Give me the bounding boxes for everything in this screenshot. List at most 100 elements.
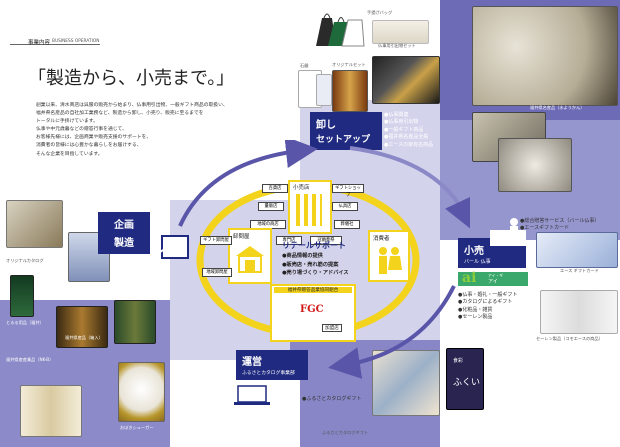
- presenter-icon: [152, 235, 189, 263]
- brand-name: アイ: [488, 279, 498, 285]
- gift-box-photo: [372, 56, 440, 104]
- catalog-caption-bottom: ふるさとカタログギフト: [322, 430, 369, 435]
- planning-list: ●和装・グッズ ●福井県名産品 ●仏事用引出物 ●オリジナルギフト: [112, 264, 156, 294]
- node-kankon: 冠婚葬祭: [310, 236, 342, 245]
- gift-card-caption: エース ギフトカード: [560, 268, 599, 273]
- consumer-label: 消費者: [373, 236, 390, 242]
- sake-caption: 自家製品の器: [60, 294, 86, 299]
- retail-list: ●総合贈答サービス（バール仏事） ●エースギフトカード: [520, 218, 599, 233]
- retail-title: 小売: [464, 246, 484, 257]
- wholesale-header: 卸し セットアップ: [310, 112, 382, 150]
- retail-item: ●化粧品・雑貨: [458, 306, 493, 313]
- original-caption: オリジナルセット: [332, 62, 366, 67]
- intro-line: 仏事や中元歳暮などの贈答行事を通じて、: [36, 127, 127, 133]
- center-title: リテールサポート: [282, 241, 346, 250]
- retail-item: ●カタログによるギフト: [458, 299, 513, 306]
- white-intro: [0, 0, 300, 200]
- planning-item: ●オリジナルギフト: [112, 286, 157, 293]
- intro-line: 福井県名産品の自社加工業務など、製造から卸し、小売り、販売に至るまでを: [36, 111, 204, 117]
- laptop-icon: [234, 385, 270, 405]
- bottom-left-caption: 福井県産産業品（NK-B）: [6, 357, 54, 362]
- butsuji-set-photo: [372, 20, 429, 44]
- center-bullet: ●販売店・売れ筋の提案: [282, 261, 339, 268]
- mizuyokan-photo: [472, 6, 618, 106]
- consumer-box: 消費者: [368, 230, 410, 282]
- kagami-caption: おぼきシューガー: [120, 425, 154, 430]
- hako-caption: 福井県産品（箱入）: [65, 335, 103, 340]
- kagami-photo: [118, 362, 165, 422]
- intro-line: 消費者の皆様には心豊かな暮らしをお届けする、: [36, 143, 142, 149]
- sake2-caption: （ブランドライセンス）: [88, 294, 134, 299]
- operation-header: 運営 ふるさとカタログ事業部: [236, 350, 308, 380]
- warehouse-icon: [236, 246, 264, 273]
- planning-item: ●仏事用引出物: [112, 278, 147, 285]
- planning-title: 企画: [114, 220, 134, 231]
- brand-bar: ai アイ・ギ アイ: [458, 270, 528, 286]
- wholesale-title: 卸し: [316, 120, 336, 131]
- header-label-jp: 事業内容: [28, 40, 51, 46]
- catalog-photo: [6, 200, 63, 248]
- node-hyakkaten: 百貨店: [262, 184, 288, 193]
- seiren-photo: [540, 290, 618, 334]
- intro-text: 創業以来、清水商店は呉服の販売から始まり、仏事用引出物、一般ギフト商品の取扱い、…: [36, 102, 228, 159]
- retailer-building: 小売店: [288, 180, 332, 234]
- seiren-caption: セーレン製品（コモエースの商品）: [536, 336, 603, 341]
- brand-mark: ai: [462, 270, 477, 286]
- headline: 「製造から、小売まで。」: [28, 68, 235, 89]
- fukui-book-title: ふくい: [453, 378, 481, 388]
- bags-photo: [316, 13, 365, 47]
- intro-line: 創業以来、清水商店は呉服の販売から始まり、仏事用引出物、一般ギフト商品の取扱い、: [36, 103, 228, 108]
- retail-list-2: ●仏事・婚礼・一般ギフト ●カタログによるギフト ●化粧品・雑貨 ●セーレン製品: [458, 292, 517, 322]
- gift-card-photo: [536, 232, 618, 268]
- wholesale-item: ●仏事関連: [384, 112, 409, 118]
- node-ryohanten: 量販店: [258, 202, 284, 211]
- intro-line: トータルに手掛けています。: [36, 119, 98, 125]
- header-label-en: BUSINESS OPERATION: [52, 39, 100, 44]
- retail-item: ●総合贈答サービス（バール仏事）: [520, 218, 600, 224]
- wholesale-list: ●仏事関連 ●仏事用引出物 ●一般ギフト商品 ●福井県名産品全般 ●エースの家有…: [384, 112, 433, 149]
- center-bullets: ●商品情報の提供 ●販売店・売れ筋の提案 ●売り場づくり・アドバイス: [282, 252, 349, 278]
- people-icon: [379, 247, 402, 274]
- planning-subtitle: 製造: [114, 238, 134, 249]
- wholesale-item: ●エースの家有名商品: [384, 141, 434, 148]
- brand-sub: アイ・ギ: [488, 273, 503, 278]
- fukui-book: 食彩 ふくい: [446, 348, 484, 410]
- node-giftshop: ギフトショップ: [332, 184, 364, 198]
- retail-item: ●仏事・婚礼・一般ギフト: [458, 292, 518, 298]
- retail-subtitle: バール 仏事: [464, 259, 491, 265]
- bag-caption: 手提げバッグ: [367, 10, 393, 15]
- planning-item: ●和装・グッズ: [112, 264, 147, 270]
- assoc-sub: 加盟店: [322, 324, 342, 332]
- header-rule: [10, 44, 100, 45]
- intro-line: そんな企業を目指しています。: [36, 151, 103, 157]
- center-ring-left: [220, 224, 224, 228]
- catalog-books-photo: [372, 350, 440, 416]
- snack-photo: [498, 138, 572, 192]
- mizuyokan-caption: 福井県名産品（水ようかん）: [530, 105, 585, 110]
- retail-item: ●エースギフトカード: [520, 225, 570, 232]
- planning-header: 企画 製造: [98, 212, 150, 254]
- planning-item: ●福井県名産品: [112, 271, 147, 278]
- retailer-grid: [296, 194, 322, 226]
- operation-item: ●ふるさとカタログギフト: [302, 396, 362, 402]
- assoc-box: 福井県贈答品業協同組合 FGC 加盟店: [270, 284, 356, 342]
- center-bullet: ●商品情報の提供: [282, 253, 323, 259]
- assoc-label: 福井県贈答品業協同組合: [274, 287, 352, 293]
- operation-title: 運営: [242, 357, 262, 368]
- wholesaler-box: 卸問屋: [228, 228, 272, 284]
- sekken-photo-2: [316, 74, 332, 106]
- wholesale-item: ●福井県名産品全般: [384, 134, 429, 141]
- wholesale-item: ●一般ギフト商品: [384, 126, 424, 133]
- operation-list: ●ふるさとカタログギフト: [302, 396, 361, 403]
- shop-counter-icon: [490, 218, 526, 246]
- node-sogisha: 葬儀社: [334, 220, 360, 229]
- original-set-photo: [332, 70, 368, 112]
- operation-subtitle: ふるさとカタログ事業部: [242, 371, 295, 376]
- node-senmonten: 専門店: [276, 236, 302, 245]
- catalog2-caption: とるる用品（福井）: [6, 320, 44, 325]
- node-butsuguten: 仏具店: [332, 202, 358, 211]
- sake-bottles-photo: [114, 300, 156, 344]
- box-photo-left: [10, 275, 34, 317]
- sekken-caption: 石鹸: [300, 63, 309, 68]
